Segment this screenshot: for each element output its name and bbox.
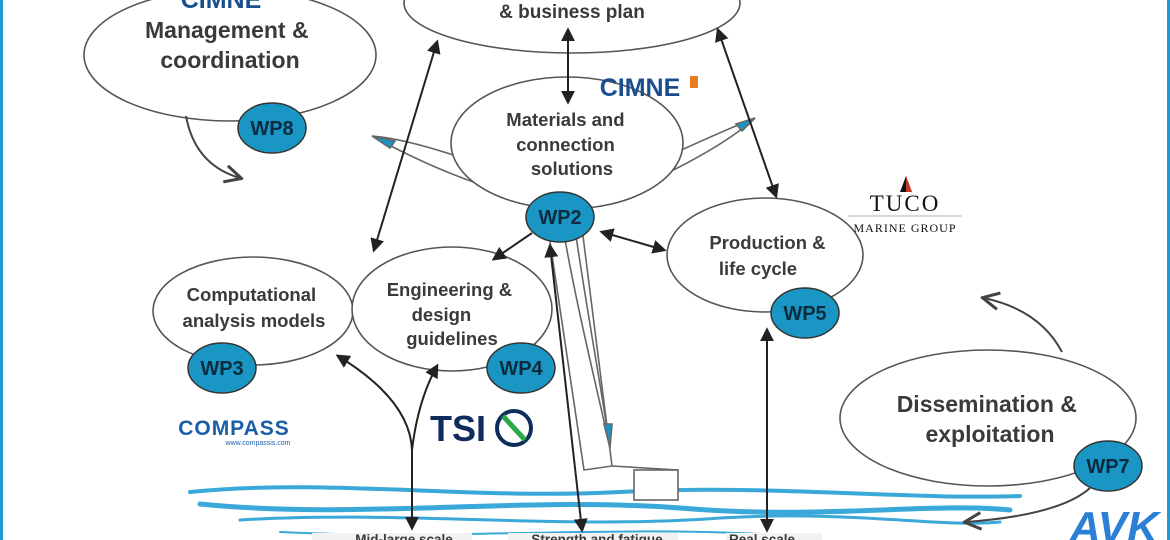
svg-text:COMPASS: COMPASS: [178, 417, 290, 440]
tuco-logo: TUCO MARINE GROUP: [848, 176, 962, 235]
cimne-logo-mid: CIMNE: [600, 74, 698, 102]
wp2-label: Materials and connection solutions: [506, 109, 629, 179]
svg-text:TUCO: TUCO: [870, 191, 941, 216]
wp7-label: Dissemination & exploitation: [897, 391, 1084, 447]
label-strength-fatigue: Strength and fatigue: [531, 532, 663, 540]
link-arrows: [335, 27, 779, 533]
svg-text:CIMNE: CIMNE: [600, 74, 681, 102]
turbine-tower: [547, 227, 679, 501]
curved-arrow-wp8: [185, 115, 240, 178]
wp5-badge: WP5: [770, 287, 840, 339]
svg-text:WP7: WP7: [1086, 456, 1129, 478]
water-waves: [188, 485, 1022, 536]
wp7-badge: WP7: [1073, 440, 1143, 492]
arrow-wp2-strength: [544, 243, 588, 533]
arrow-wp2-wp5: [599, 228, 667, 254]
wp5-ellipse: [666, 197, 864, 313]
avk-logo: AVK: [1068, 503, 1162, 540]
arrow-midscale-wp3: [335, 354, 419, 531]
svg-text:WP4: WP4: [499, 358, 543, 380]
svg-text:MARINE GROUP: MARINE GROUP: [853, 221, 956, 235]
wp5-label: Production & life cycle: [709, 232, 830, 279]
tsi-logo: TSI: [430, 408, 533, 449]
wp8-badge: WP8: [237, 102, 307, 154]
svg-text:TSI: TSI: [430, 408, 486, 449]
tsi-globe-icon: [495, 409, 533, 447]
wp3-badge: WP3: [187, 342, 257, 394]
cimne-logo-top: CIMNE: [181, 0, 262, 14]
svg-text:WP3: WP3: [200, 358, 243, 380]
wp1-label: & business plan: [499, 2, 645, 23]
arrow-wp1-wp5: [715, 27, 779, 199]
wp4-label: Engineering & design guidelines: [387, 279, 518, 349]
cycle-arrows: [185, 115, 1091, 522]
compass-logo: COMPASS www.compassis.com: [178, 417, 290, 447]
wp2-badge: WP2: [525, 191, 595, 243]
arrow-wp1-wp3: [370, 39, 441, 253]
svg-text:WP5: WP5: [783, 303, 826, 325]
svg-text:AVK: AVK: [1068, 503, 1162, 540]
svg-text:WP8: WP8: [250, 118, 293, 140]
wp4-badge: WP4: [486, 342, 556, 394]
cimne-logo-mark-icon: [690, 76, 698, 88]
label-real-scale: Real scale: [729, 532, 796, 540]
curved-arrow-wp7-down: [966, 487, 1091, 522]
label-mid-large-scale: Mid-large scale: [355, 532, 453, 540]
svg-text:WP2: WP2: [538, 207, 581, 229]
arrow-midscale-wp4: [411, 363, 439, 451]
wp7-ellipse: [839, 349, 1137, 487]
wp8-label: Management & coordination: [145, 17, 315, 73]
svg-text:www.compassis.com: www.compassis.com: [225, 440, 291, 447]
arrow-wp2-wp4: [491, 232, 533, 261]
wp3-label: Computational analysis models: [183, 284, 326, 331]
test-labels: Mid-large scale Strength and fatigue Rea…: [312, 532, 822, 540]
curved-arrow-wp7-up: [984, 298, 1063, 353]
